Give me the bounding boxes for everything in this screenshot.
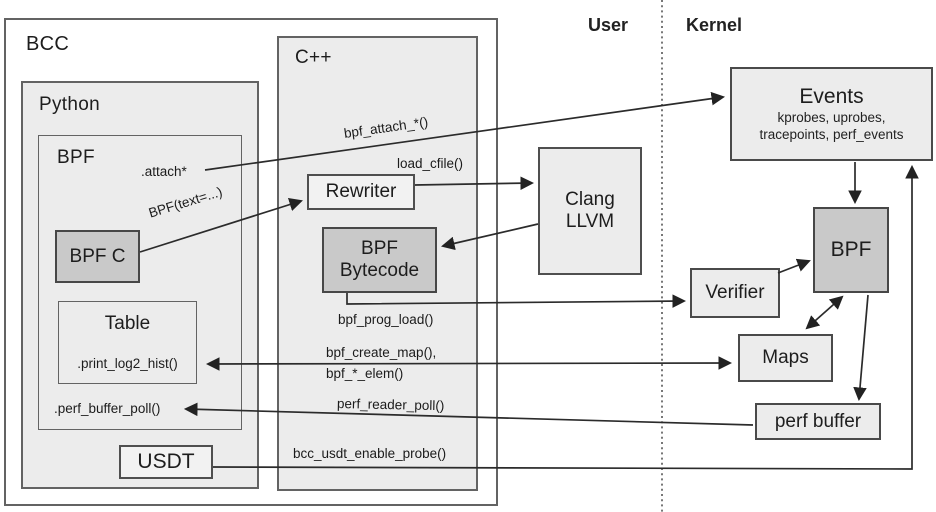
attach-edge-label: .attach* <box>141 164 187 179</box>
kernel-region-label: Kernel <box>686 15 743 35</box>
bpf-c-label: BPF C <box>69 245 126 267</box>
cpp-label: C++ <box>295 47 332 68</box>
bpf-prog-load-edge-label: bpf_prog_load() <box>338 312 434 327</box>
maps-box: Maps <box>738 334 833 382</box>
clang-label-line2: LLVM <box>565 211 615 232</box>
bpf-kernel-label: BPF <box>830 238 872 262</box>
arrow-verifier-to-bpf <box>777 258 811 274</box>
bpf-bytecode-label-line2: Bytecode <box>339 260 420 281</box>
python-label: Python <box>39 94 100 115</box>
arrow-bpf-maps-bidirectional <box>805 295 844 330</box>
maps-label: Maps <box>762 347 809 369</box>
perf-buffer-box: perf buffer <box>755 403 881 440</box>
bcc-usdt-enable-probe-edge-label: bcc_usdt_enable_probe() <box>293 446 447 461</box>
bpf-python-label: BPF <box>57 147 95 168</box>
events-label: Events <box>799 84 864 108</box>
events-box: Events kprobes, uprobes, tracepoints, pe… <box>730 67 933 161</box>
bpf-kernel-box: BPF <box>813 207 889 293</box>
verifier-box: Verifier <box>690 268 780 318</box>
events-sub-line2: tracepoints, perf_events <box>759 126 904 142</box>
bcc-label: BCC <box>26 33 70 55</box>
verifier-label: Verifier <box>705 282 765 304</box>
clang-llvm-box: Clang LLVM <box>538 147 642 275</box>
arrow-bpf-to-perfbuffer <box>853 294 869 402</box>
bpf-bytecode-label-line1: BPF <box>361 238 398 260</box>
events-sub-line1: kprobes, uprobes, <box>777 110 886 126</box>
usdt-box: USDT <box>119 445 213 479</box>
table-box: Table .print_log2_hist() <box>58 301 197 384</box>
perf-reader-poll-edge-label: perf_reader_poll() <box>336 396 445 414</box>
table-method-label: .print_log2_hist() <box>77 356 178 371</box>
bpf-c-box: BPF C <box>55 230 140 283</box>
clang-label-line1: Clang <box>565 189 615 211</box>
rewriter-box: Rewriter <box>307 174 415 210</box>
bpf-create-map-edge-label: bpf_create_map(), <box>326 345 437 360</box>
rewriter-label: Rewriter <box>325 181 397 203</box>
bpf-elem-edge-label: bpf_*_elem() <box>326 366 404 381</box>
bpf-bytecode-box: BPF Bytecode <box>322 227 437 293</box>
perf-buffer-poll-method-label: .perf_buffer_poll() <box>54 401 161 416</box>
load-cfile-edge-label: load_cfile() <box>397 156 464 171</box>
usdt-label: USDT <box>137 450 195 474</box>
user-region-label: User <box>588 15 629 35</box>
perf-buffer-label: perf buffer <box>774 410 862 432</box>
table-label: Table <box>104 313 151 334</box>
